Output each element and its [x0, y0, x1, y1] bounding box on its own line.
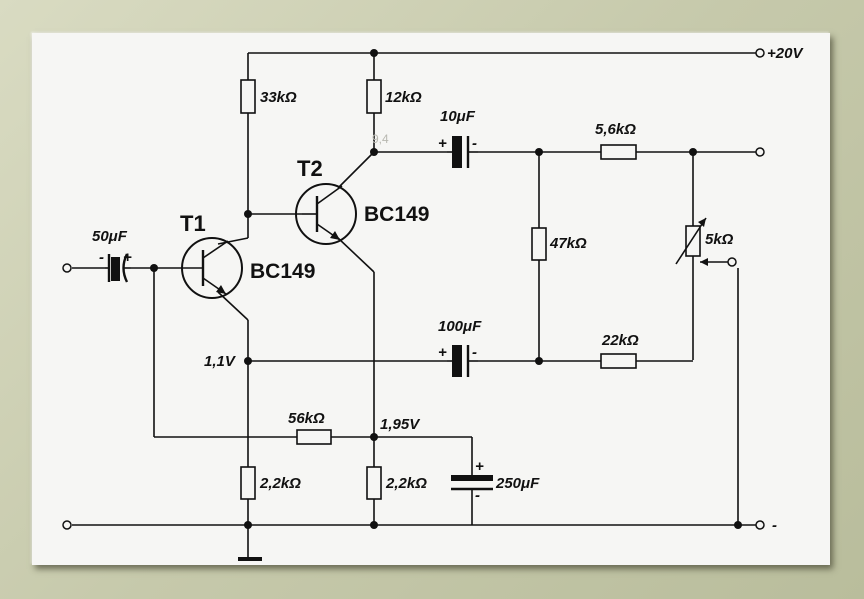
- supply-label: +20V: [767, 45, 804, 62]
- faint-mark: 9,4: [372, 132, 389, 146]
- capacitor-100u: [447, 345, 478, 377]
- label-1-1v: 1,1V: [204, 353, 237, 370]
- wires: [72, 52, 756, 548]
- label-33k: 33kΩ: [260, 89, 297, 106]
- resistors: [240, 79, 708, 500]
- t2-name: T2: [297, 156, 323, 181]
- resistor-2-2k-left: [240, 466, 256, 500]
- resistor-12k: [366, 79, 382, 114]
- output-terminal: [755, 147, 765, 157]
- label-22k: 22kΩ: [601, 332, 639, 349]
- label-12k: 12kΩ: [385, 89, 422, 106]
- label-56k: 56kΩ: [288, 410, 325, 427]
- resistor-33k: [240, 79, 256, 114]
- label-2-2k-left: 2,2kΩ: [259, 475, 301, 492]
- capacitors: - + + - + - + -: [99, 135, 493, 504]
- svg-text:+: +: [438, 344, 447, 361]
- resistor-56k: [296, 429, 332, 445]
- label-100u: 100μF: [438, 318, 482, 335]
- svg-text:+: +: [475, 458, 484, 475]
- supply-terminal: [755, 48, 765, 58]
- terminals: [62, 48, 765, 530]
- label-1-95v: 1,95V: [380, 416, 421, 433]
- svg-text:-: -: [472, 135, 477, 152]
- resistor-47k: [531, 227, 547, 261]
- svg-text:-: -: [99, 249, 104, 266]
- schematic-paper: [32, 33, 830, 565]
- label-50u: 50μF: [92, 228, 128, 245]
- svg-text:+: +: [438, 135, 447, 152]
- svg-text:+: +: [123, 249, 132, 266]
- resistor-5-6k: [600, 144, 637, 160]
- transistor-t2: [295, 183, 357, 245]
- input-terminal: [62, 263, 72, 273]
- label-2-2k-right: 2,2kΩ: [385, 475, 427, 492]
- label-47k: 47kΩ: [549, 235, 587, 252]
- ground-right-terminal: [755, 520, 765, 530]
- resistor-22k: [600, 353, 637, 369]
- capacitor-250u: [451, 470, 493, 493]
- capacitor-50u: [105, 253, 131, 283]
- label-5k: 5kΩ: [705, 231, 734, 248]
- pot-wiper-terminal: [727, 257, 737, 267]
- capacitor-10u: [447, 136, 478, 168]
- transistor-t1: [181, 237, 243, 299]
- svg-text:-: -: [475, 487, 480, 504]
- label-5-6k: 5,6kΩ: [595, 121, 636, 138]
- junction-dots: [150, 49, 742, 529]
- t1-name: T1: [180, 211, 206, 236]
- label-250u: 250μF: [495, 475, 540, 492]
- svg-text:-: -: [472, 344, 477, 361]
- t2-type: BC149: [364, 203, 429, 226]
- t1-type: BC149: [250, 260, 315, 283]
- ground-minus-label: -: [772, 517, 777, 534]
- ground-left-terminal: [62, 520, 72, 530]
- resistor-2-2k-right: [366, 466, 382, 500]
- label-10u: 10μF: [440, 108, 476, 125]
